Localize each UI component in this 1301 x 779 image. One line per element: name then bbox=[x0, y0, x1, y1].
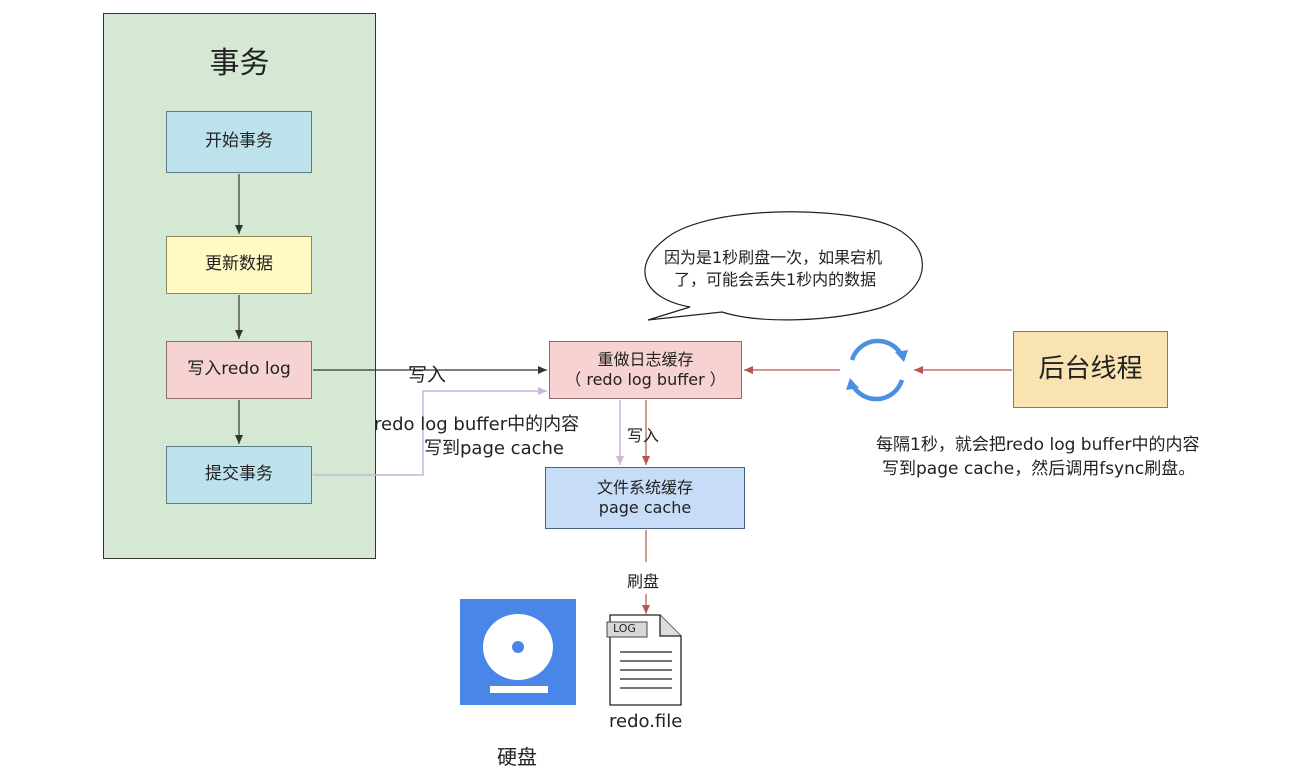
update-data-box: 更新数据 bbox=[166, 236, 312, 294]
page-cache-subtitle: page cache bbox=[598, 498, 692, 517]
write-in-label: 写入 bbox=[408, 364, 447, 386]
redo-file-label: redo.file bbox=[609, 711, 683, 732]
background-thread-box: 后台线程 bbox=[1013, 331, 1168, 408]
redo-log-buffer-title: 重做日志缓存 bbox=[597, 350, 694, 369]
write-in-label-2: 写入 bbox=[627, 426, 660, 445]
commit-transaction-box: 提交事务 bbox=[166, 446, 312, 504]
hard-disk-icon bbox=[460, 599, 576, 705]
thread-note-line1: 每隔1秒，就会把redo log buffer中的内容 bbox=[876, 435, 1200, 455]
log-tag-label: LOG bbox=[613, 622, 636, 635]
redo-log-buffer-subtitle: （ redo log buffer ） bbox=[565, 370, 726, 389]
commit-note-line2: 写到page cache bbox=[424, 438, 564, 459]
sync-icon bbox=[846, 338, 908, 402]
arrow-commit-to-buffer bbox=[313, 387, 547, 476]
thread-note-line2: 写到page cache，然后调用fsync刷盘。 bbox=[882, 459, 1196, 479]
log-file-icon bbox=[606, 614, 682, 706]
flush-label: 刷盘 bbox=[627, 572, 660, 591]
write-redo-log-box: 写入redo log bbox=[166, 341, 312, 399]
transaction-title: 事务 bbox=[209, 46, 270, 81]
disk-label: 硬盘 bbox=[497, 745, 537, 769]
page-cache-title: 文件系统缓存 bbox=[596, 478, 693, 497]
redo-log-buffer-box: 重做日志缓存 （ redo log buffer ） bbox=[549, 341, 742, 399]
speech-bubble bbox=[644, 211, 923, 321]
start-transaction-box: 开始事务 bbox=[166, 111, 312, 173]
bubble-line2: 了，可能会丢失1秒内的数据 bbox=[674, 270, 877, 289]
commit-note-line1: redo log buffer中的内容 bbox=[374, 414, 580, 435]
page-cache-box: 文件系统缓存 page cache bbox=[545, 467, 745, 529]
bubble-line1: 因为是1秒刷盘一次，如果宕机 bbox=[664, 248, 883, 267]
